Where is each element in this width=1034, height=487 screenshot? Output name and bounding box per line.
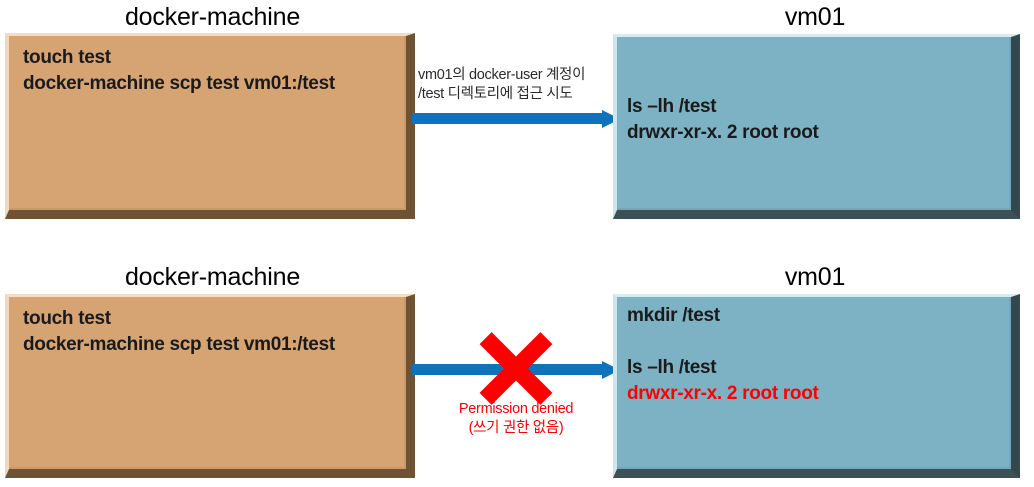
row1-left-node-title: docker-machine — [124, 3, 301, 31]
row2-left-box-surface — [5, 294, 415, 478]
row1-docker-machine-box: touch test docker-machine scp test vm01:… — [5, 33, 415, 219]
row2-right-box-surface — [613, 294, 1020, 478]
row1-arrow-shaft — [412, 113, 602, 124]
row1-left-box-text: touch test docker-machine scp test vm01:… — [23, 47, 335, 94]
row2-docker-machine-box: touch test docker-machine scp test vm01:… — [5, 294, 415, 478]
row1-right-box-line2: drwxr-xr-x. 2 root root — [627, 122, 819, 143]
row2-right-node-title: vm01 — [784, 263, 846, 291]
red-x-icon — [477, 332, 555, 405]
row2-right-box-line2: drwxr-xr-x. 2 root root — [627, 383, 819, 404]
row2-vm01-box: mkdir /test ls –lh /test drwxr-xr-x. 2 r… — [613, 294, 1020, 478]
row2-right-box-line0: mkdir /test — [627, 305, 720, 326]
row1-vm01-box: ls –lh /test drwxr-xr-x. 2 root root — [613, 34, 1020, 219]
row1-right-box-line1: ls –lh /test — [627, 96, 717, 117]
row1-flow-arrow — [412, 110, 620, 128]
row2-left-node-title: docker-machine — [124, 263, 301, 291]
permission-denied-label-en: Permission denied — [458, 401, 574, 417]
row1-arrow-label: vm01의 docker-user 계정이 /test 디렉토리에 접근 시도 — [418, 67, 586, 102]
row1-left-box-surface — [5, 33, 415, 219]
row1-right-box-surface — [613, 34, 1020, 219]
row2-right-box-line1: ls –lh /test — [627, 357, 717, 378]
row1-right-node-title: vm01 — [784, 3, 846, 31]
permission-denied-label-ko: (쓰기 권한 없음) — [468, 420, 564, 436]
row2-left-box-text: touch test docker-machine scp test vm01:… — [23, 308, 335, 355]
